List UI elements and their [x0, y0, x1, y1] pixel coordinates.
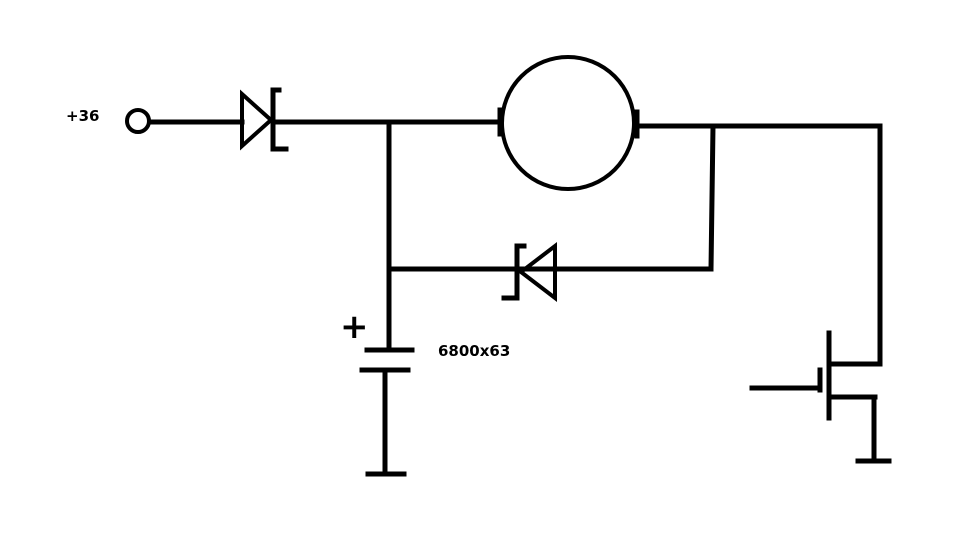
capacitor-value-label: 6800x63 [438, 342, 510, 360]
motor [497, 55, 640, 191]
supply-voltage-label: +36 [66, 107, 99, 125]
freewheel-diode-body [517, 241, 557, 303]
capacitor: + 6800x63 [340, 307, 510, 477]
wire-freewheel-right-vertical [708, 123, 716, 272]
mosfet [749, 330, 892, 464]
capacitor-polarity-mark: + [340, 307, 369, 347]
junction-dot-mid-left [386, 266, 392, 272]
junction-dot-top-left [386, 119, 392, 125]
supply-terminal [125, 108, 151, 134]
motor-body [500, 55, 636, 191]
junction-dot-top-right [710, 123, 716, 129]
input-diode-body [240, 89, 274, 151]
freewheel-diode [501, 241, 557, 303]
